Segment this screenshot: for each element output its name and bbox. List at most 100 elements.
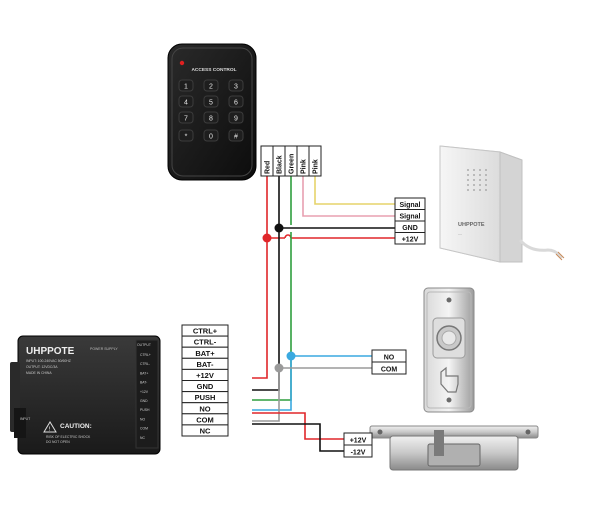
terminal-label: GND [402,225,418,232]
grill-hole [473,179,475,181]
keypad-key-label: 0 [209,134,213,141]
doorbell-grill [467,169,487,191]
wire-label-pink: Pink [313,159,320,174]
wire-label-pink: Pink [301,159,308,174]
grill-hole [473,184,475,186]
psu-output-label: OUTPUT [137,343,151,347]
wire-label-red: Red [265,161,272,174]
hand-icon [440,366,459,393]
doorbell-brand: UHPPOTE [458,222,485,228]
grill-hole [479,184,481,186]
wire-pink-2 [314,175,395,205]
wire-green [252,175,292,401]
keypad-key [178,95,194,108]
doorbell-cable [518,238,564,259]
psu-terminal-label: CTRL- [140,362,150,366]
psu-terminal-label: BAT- [140,381,147,385]
grill-hole [485,189,487,191]
screw-top-icon [446,297,452,303]
wire-label-box [308,145,322,177]
terminal-label: -12V [351,450,366,457]
electric-strike-lock [369,425,539,471]
keypad-key-label: * [185,134,188,141]
psu-subtitle: POWER SUPPLY [90,347,118,351]
keypad-key-label: 7 [184,116,188,123]
grill-hole [473,174,475,176]
terminal-label: COM [196,415,214,424]
wire-gray [252,367,372,422]
terminal-label: NO [199,404,210,413]
junction-blue [286,351,296,361]
psu-terminal-label: PUSH [140,408,150,412]
grill-hole [467,184,469,186]
grill-hole [473,169,475,171]
keypad-key [203,95,219,108]
psu-info-line-2: OUTPUT: 12VDC/3A [26,365,58,369]
psu-terminal-label: GND [140,399,148,403]
psu-terminal-label: NO [140,417,145,421]
psu-terminal-label: NC [140,436,145,440]
grill-hole [485,174,487,176]
grill-hole [479,169,481,171]
grill-hole [485,169,487,171]
wire-black-lock [252,423,344,452]
terminal-box [371,361,407,375]
keypad-key-label: 6 [234,100,238,107]
grill-hole [479,174,481,176]
psu-caution-title: CAUTION: [60,423,92,430]
terminal-box [343,444,373,458]
power-supply: UHPPOTE POWER SUPPLY INPUT: 100-240VAC 5… [10,335,161,455]
junction-red [262,233,272,243]
warning-icon [43,421,57,433]
grill-hole [467,189,469,191]
grill-hole [467,169,469,171]
grill-hole [467,174,469,176]
psu-terminal-label: +12V [140,390,149,394]
psu-info-line-3: MADE IN CHINA [26,371,52,375]
doorbell: UHPPOTE — [439,145,565,263]
wire-label-green: Green [289,154,296,174]
keypad-key [228,79,244,92]
keypad-key-label: 3 [234,84,238,91]
keypad-key [203,129,219,142]
terminal-label: COM [381,367,398,374]
keypad-key [203,111,219,124]
terminal-box [181,424,229,437]
terminal-label: GND [197,382,214,391]
screw-bottom-icon [446,397,452,403]
keypad-key-label: 9 [234,116,238,123]
terminal-label: +12V [402,237,419,244]
psu-terminal-label: BAT+ [140,371,148,375]
terminal-label: CTRL- [194,338,217,347]
terminal-box [394,232,426,245]
keypad-key-label: 8 [209,116,213,123]
grill-hole [485,184,487,186]
psu-terminal-label: COM [140,427,148,431]
terminal-label: CTRL+ [193,327,218,336]
keypad-key [228,95,244,108]
terminal-label: Signal [399,214,420,221]
terminal-label: +12V [196,371,214,380]
lock-screw-left-icon [377,429,383,435]
keypad-key-label: # [234,134,238,141]
keypad-header: ACCESS CONTROL [191,67,236,73]
psu-caution-line-1: RISK OF ELECTRIC SHOCK [46,435,91,439]
terminal-label: +12V [350,438,367,445]
psu-info-line-1: INPUT: 100-240VAC 50/60HZ [26,359,71,363]
keypad-key [178,79,194,92]
keypad-key [228,129,244,142]
keypad-key [178,129,194,142]
keypad-key [203,79,219,92]
grill-hole [485,179,487,181]
psu-terminal-label: CTRL+ [140,353,151,357]
terminal-label: NO [384,355,395,362]
grill-hole [473,189,475,191]
junction-black [274,223,284,233]
wire-red-lock [252,412,344,440]
doorbell-model: — [458,231,462,236]
wire-red-hop [284,234,292,239]
exit-button-terminals: NO COM [371,349,407,375]
